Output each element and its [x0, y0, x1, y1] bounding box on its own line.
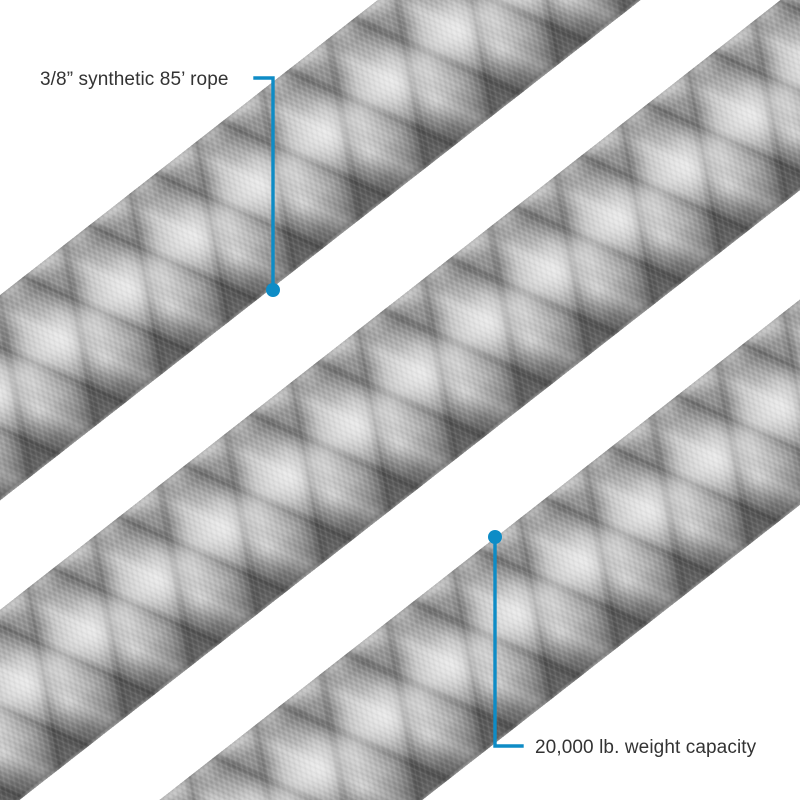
callout-weight-capacity	[488, 530, 524, 748]
callout-label-rope-spec: 3/8” synthetic 85’ rope	[40, 69, 229, 90]
callout-leader-line	[253, 76, 275, 292]
callout-rope-spec	[253, 76, 280, 297]
callout-leader-line	[493, 535, 524, 748]
callout-anchor-dot	[488, 530, 502, 544]
callout-label-weight-capacity: 20,000 lb. weight capacity	[535, 737, 757, 758]
callout-anchor-dot	[266, 283, 280, 297]
